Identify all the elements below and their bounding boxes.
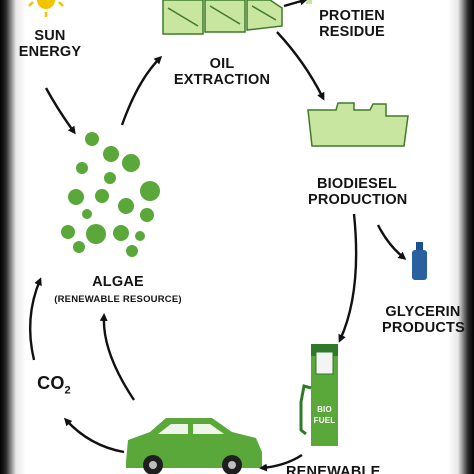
arrow-biodiesel-to-pump — [338, 213, 358, 343]
biodiesel-block-icon — [307, 102, 409, 147]
cycle-arrows — [28, 0, 407, 472]
arrow-co2-to-algae — [28, 277, 42, 361]
arrow-car-to-co2 — [63, 417, 125, 454]
algae-sublabel: (RENEWABLE RESOURCE) — [52, 294, 184, 306]
biodiesel-production-line2: PRODUCTION — [308, 192, 408, 208]
co2-text: CO — [37, 373, 65, 393]
arrow-biodiesel-to-glycerin — [376, 224, 407, 260]
pump-label-line2: FUEL — [313, 416, 336, 425]
arrow-pump-to-car — [259, 453, 303, 472]
oil-press-icon — [162, 0, 283, 35]
sun-energy-line1: SUN — [34, 28, 66, 44]
protein-residue-label: PROTIEN RESIDUE — [312, 8, 392, 40]
protein-block-icon — [306, 0, 312, 4]
biodiesel-production-label: BIODIESEL PRODUCTION — [308, 176, 408, 208]
arrow-algae-to-oil — [120, 55, 163, 126]
renewable-label: RENEWABLE — [286, 464, 381, 474]
protein-residue-line1: PROTIEN — [319, 8, 385, 24]
sun-energy-label: SUN ENERGY — [18, 28, 82, 60]
pump-label: BIO FUEL — [311, 404, 338, 426]
glycerin-products-label: GLYCERIN PRODUCTS — [382, 304, 465, 336]
algae-line1: ALGAE — [92, 274, 144, 290]
renewable-text: RENEWABLE — [286, 464, 381, 474]
sun-energy-line2: ENERGY — [18, 44, 82, 60]
oil-extraction-line1: OIL — [209, 56, 235, 72]
oil-extraction-label: OIL EXTRACTION — [170, 56, 274, 88]
algae-line2: (RENEWABLE RESOURCE) — [54, 294, 182, 305]
algae-cells-icon — [61, 132, 160, 257]
pump-label-line1: BIO — [317, 405, 332, 414]
arrow-sun-to-algae — [44, 87, 76, 135]
glycerin-bottle-icon — [412, 242, 427, 280]
protein-residue-line2: RESIDUE — [319, 24, 385, 40]
glycerin-products-line2: PRODUCTS — [382, 320, 465, 336]
arrow-car-to-algae — [99, 313, 135, 401]
car-icon — [126, 418, 262, 474]
algae-label: ALGAE — [60, 274, 176, 290]
arrow-oil-to-biodiesel — [276, 31, 325, 101]
arrow-oil-to-protein — [283, 0, 308, 8]
co2-label: CO2 — [30, 372, 78, 402]
co2-subscript: 2 — [64, 384, 71, 397]
glycerin-products-line1: GLYCERIN — [385, 304, 461, 320]
biodiesel-production-line1: BIODIESEL — [317, 176, 397, 192]
oil-extraction-line2: EXTRACTION — [173, 72, 271, 88]
fuel-pump-icon — [299, 344, 338, 446]
sun-icon — [28, 0, 64, 17]
